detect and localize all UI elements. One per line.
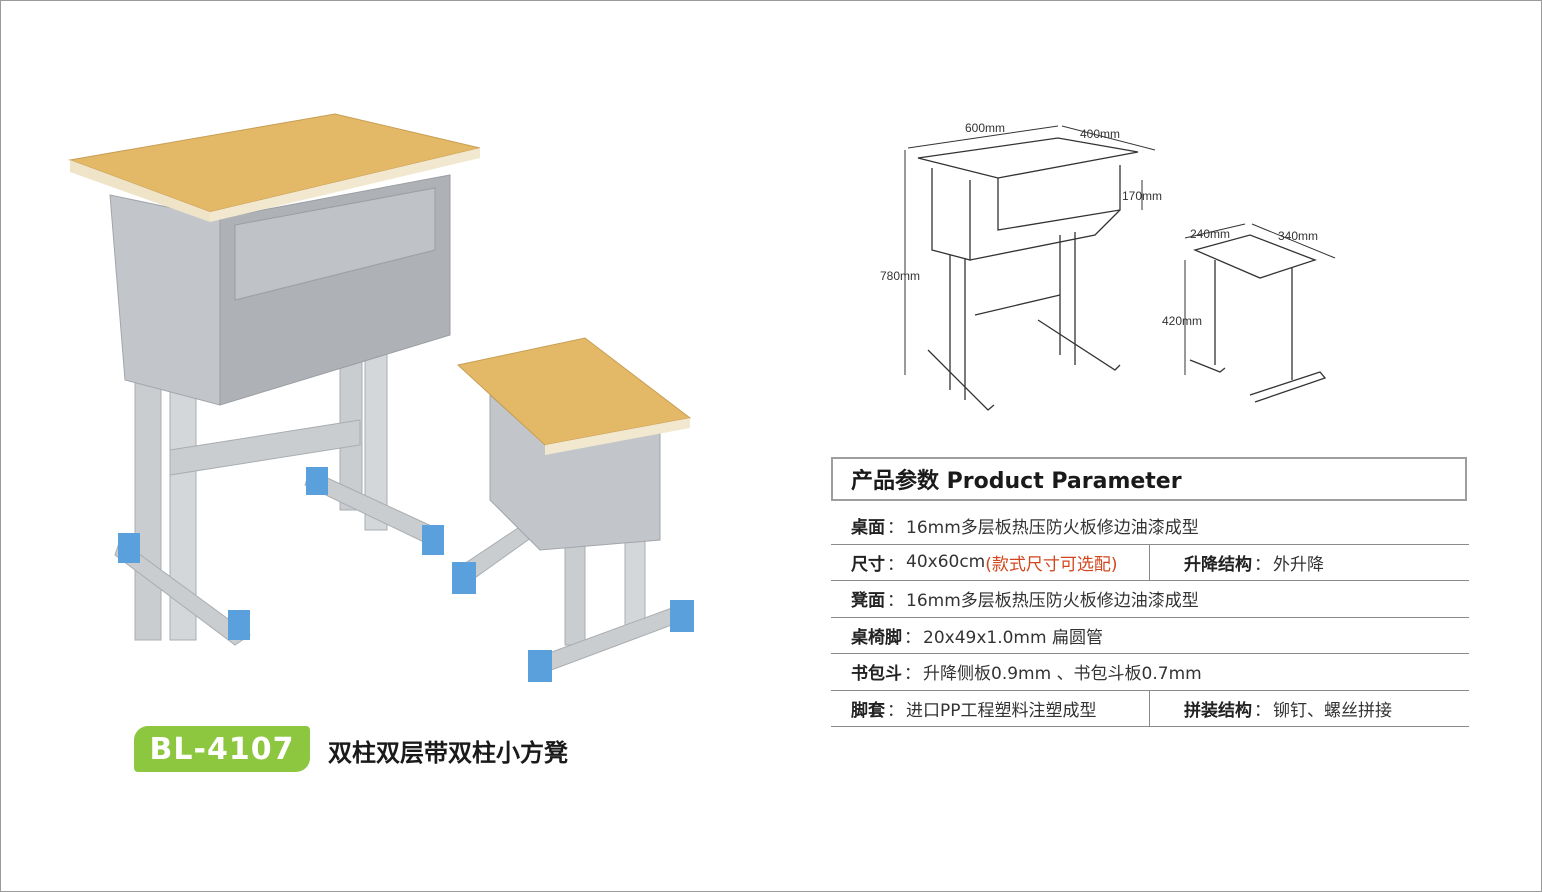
dim-stool-depth: 340mm	[1278, 229, 1318, 243]
spec-value: 16mm多层板热压防火板修边油漆成型	[906, 518, 1199, 539]
spec-value: 升降侧板0.9mm 、书包斗板0.7mm	[923, 664, 1202, 685]
spec-row-bookbox: 书包斗：升降侧板0.9mm 、书包斗板0.7mm	[831, 654, 1469, 691]
drawing-stool-top	[1193, 234, 1317, 279]
desk-side-panel	[109, 194, 221, 406]
spec-value: 进口PP工程塑料注塑成型	[906, 700, 1097, 721]
spec-separator: ：	[887, 591, 904, 612]
spec-row-size: 尺寸：40x60cm (款式尺寸可选配) 升降结构：外升降	[831, 544, 1469, 581]
spec-value: 外升降	[1273, 554, 1324, 575]
spec-value: 铆钉、螺丝拼接	[1273, 700, 1392, 721]
spec-separator: ：	[887, 518, 904, 539]
dim-desk-width: 600mm	[965, 121, 1005, 135]
foot-cap	[422, 525, 444, 555]
product-photo	[68, 113, 694, 682]
spec-label: 桌椅脚	[851, 627, 902, 648]
spec-separator: ：	[904, 627, 921, 648]
spec-value: 20x49x1.0mm 扁圆管	[923, 627, 1103, 648]
spec-row-legs: 桌椅脚：20x49x1.0mm 扁圆管	[831, 618, 1469, 654]
spec-separator: ：	[1254, 700, 1271, 721]
dim-desk-depth: 400mm	[1080, 127, 1120, 141]
spec-separator: ：	[904, 664, 921, 685]
spec-separator: ：	[1254, 554, 1271, 575]
foot-cap	[528, 650, 552, 682]
spec-label: 书包斗	[851, 664, 902, 685]
dim-stool-height: 420mm	[1162, 314, 1202, 328]
spec-value: 40x60cm	[906, 552, 986, 573]
desk-foot	[114, 539, 251, 646]
param-header: 产品参数 Product Parameter	[831, 457, 1467, 501]
spec-row-footcap: 脚套：进口PP工程塑料注塑成型 拼装结构：铆钉、螺丝拼接	[831, 690, 1469, 727]
dim-stool-width: 240mm	[1190, 227, 1230, 241]
desk-leg	[134, 379, 162, 641]
foot-cap	[306, 467, 328, 495]
drawing-desk-top	[917, 137, 1139, 179]
foot-cap	[228, 610, 250, 640]
spec-separator: ：	[887, 554, 904, 575]
model-badge: BL-4107	[134, 726, 310, 772]
spec-row-desktop: 桌面：16mm多层板热压防火板修边油漆成型	[831, 508, 1469, 545]
spec-separator: ：	[887, 700, 904, 721]
desk-top-edge	[70, 160, 210, 222]
spec-label: 拼装结构	[1184, 700, 1252, 721]
spec-label: 脚套	[851, 700, 885, 721]
spec-row-stool-top: 凳面：16mm多层板热压防火板修边油漆成型	[831, 581, 1469, 618]
spec-note: (款式尺寸可选配)	[985, 554, 1118, 575]
stool-top-edge	[545, 418, 690, 455]
dim-desk-height: 780mm	[880, 269, 920, 283]
stool-foot	[529, 604, 686, 676]
foot-cap	[670, 600, 694, 632]
spec-value: 16mm多层板热压防火板修边油漆成型	[906, 591, 1199, 612]
dim-drawer-height: 170mm	[1122, 189, 1162, 203]
spec-label: 升降结构	[1184, 554, 1252, 575]
spec-label: 尺寸	[851, 554, 885, 575]
dimension-drawing: 600mm 400mm 170mm 780mm 240mm 340mm 420m…	[880, 121, 1336, 411]
desk-crossbar	[169, 419, 361, 476]
desk-shelf	[234, 187, 436, 301]
spec-table: 桌面：16mm多层板热压防火板修边油漆成型 尺寸：40x60cm (款式尺寸可选…	[831, 508, 1469, 727]
desk-top-edge	[210, 148, 480, 222]
foot-cap	[452, 562, 476, 594]
spec-label: 桌面	[851, 518, 885, 539]
foot-cap	[118, 533, 140, 563]
spec-label: 凳面	[851, 591, 885, 612]
product-name: 双柱双层带双柱小方凳	[328, 739, 568, 767]
